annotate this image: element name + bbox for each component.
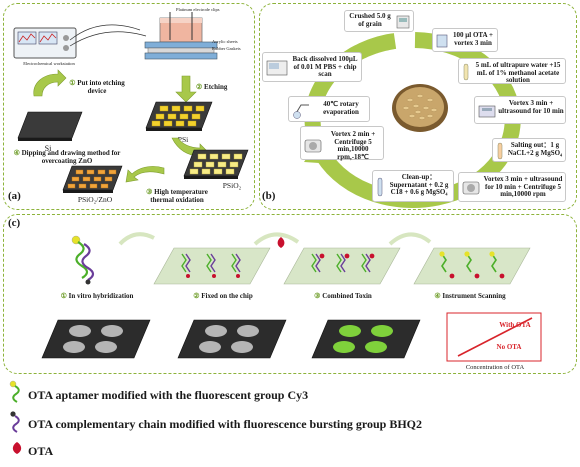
dark-chip-1 [41, 319, 151, 359]
step2-label: ② Etching [196, 83, 228, 91]
etching-device [144, 12, 218, 60]
panel-b [259, 3, 577, 210]
psio2-zno-label: PSiO₂/ZnO [77, 195, 113, 204]
panel-c-label: (c) [8, 217, 21, 229]
aptamer-strand [71, 235, 95, 285]
c-step4-label: ④ Instrument Scanning [434, 292, 506, 300]
legend-item-3: OTA [28, 444, 54, 458]
step-ota-vortex: 100 μl OTA + vortex 3 min [432, 28, 498, 52]
legend-ota-icon [12, 442, 22, 454]
grain-bowl-icon [392, 84, 448, 132]
chip-fixed [153, 247, 271, 285]
si-wafer [17, 111, 83, 141]
step3-label: ③ High temperature thermal oxidation [146, 188, 208, 204]
ota-dot [277, 237, 285, 248]
panel-b-label: (b) [262, 190, 276, 202]
step4-arrow [125, 166, 165, 183]
electrode-label: Platinum electrode clips [176, 7, 220, 12]
chip-combined [283, 247, 401, 285]
step3-arrow [171, 137, 209, 163]
step-arcs [118, 232, 432, 246]
panel-a-label: (a) [8, 190, 21, 202]
legend-bhq-icon [10, 411, 20, 433]
chip-scanning [413, 247, 531, 285]
device-wires [69, 24, 147, 47]
panel-c [3, 214, 577, 374]
psio2-wafer [183, 149, 249, 179]
c-step1-label: ① In vitro hybridization [60, 292, 134, 300]
step-ultrapure: 5 mL of ultrapure water +15 mL of 1% met… [458, 58, 566, 84]
psi-wafer [145, 101, 213, 131]
psi-label: PSi [177, 135, 189, 144]
legend-aptamer-icon [9, 380, 20, 403]
step4-label: ④ Dipping and drawing method for overcoa… [13, 149, 121, 165]
dark-chip-3 [311, 319, 421, 359]
step1-arrow [33, 69, 67, 97]
concentration-axis-label: Concentration of OTA [465, 364, 525, 371]
with-ota-label: With OTA [499, 321, 531, 329]
si-label: Si [44, 144, 52, 153]
dark-chip-2 [177, 319, 287, 359]
step-back: Back dissolved 100μL of 0.01 M PBS + chi… [262, 52, 362, 82]
legend-item-2: OTA complementary chain modified with fl… [28, 417, 423, 431]
psio2-label: PSiO₂ [222, 181, 242, 190]
step-vortex-centri: Vortex 3 min + ultrasound for 10 min + C… [458, 172, 566, 202]
sheet-label-1: Acrylic sheets [212, 39, 238, 44]
c-step3-label: ③ Combined Toxin [314, 292, 372, 300]
step-rotary: 40℃ rotary evaporation [288, 96, 370, 122]
step1-label: ① Put into etching device [69, 79, 125, 95]
legend-item-1: OTA aptamer modified with the fluorescen… [28, 388, 309, 402]
c-step2-label: ② Fixed on the chip [193, 292, 253, 300]
psio2-zno-wafer [62, 165, 123, 193]
workstation-label: Electrochemical workstation [23, 61, 75, 66]
step-salting: Salting out：1 g NaCL+2 g MgSO₄ [492, 138, 566, 162]
no-ota-label: No OTA [496, 343, 522, 351]
sheet-label-2: Rubber Gaskets [212, 46, 241, 51]
step-cleanup: Clean-up：Supernatant + 0.2 g C18 + 0.6 g… [372, 170, 454, 202]
step2-arrow [175, 75, 197, 103]
step-vortex2: Vortex 2 min + Centrifuge 5 min,10000 rp… [300, 126, 384, 161]
workstation-device [13, 27, 77, 59]
step-vortex-ultra: Vortex 3 min + ultrasound for 10 min [474, 96, 566, 124]
step-crushed: Crushed 5.0 g of grain [344, 10, 414, 32]
concentration-graph [446, 312, 542, 362]
panel-a [3, 3, 255, 210]
